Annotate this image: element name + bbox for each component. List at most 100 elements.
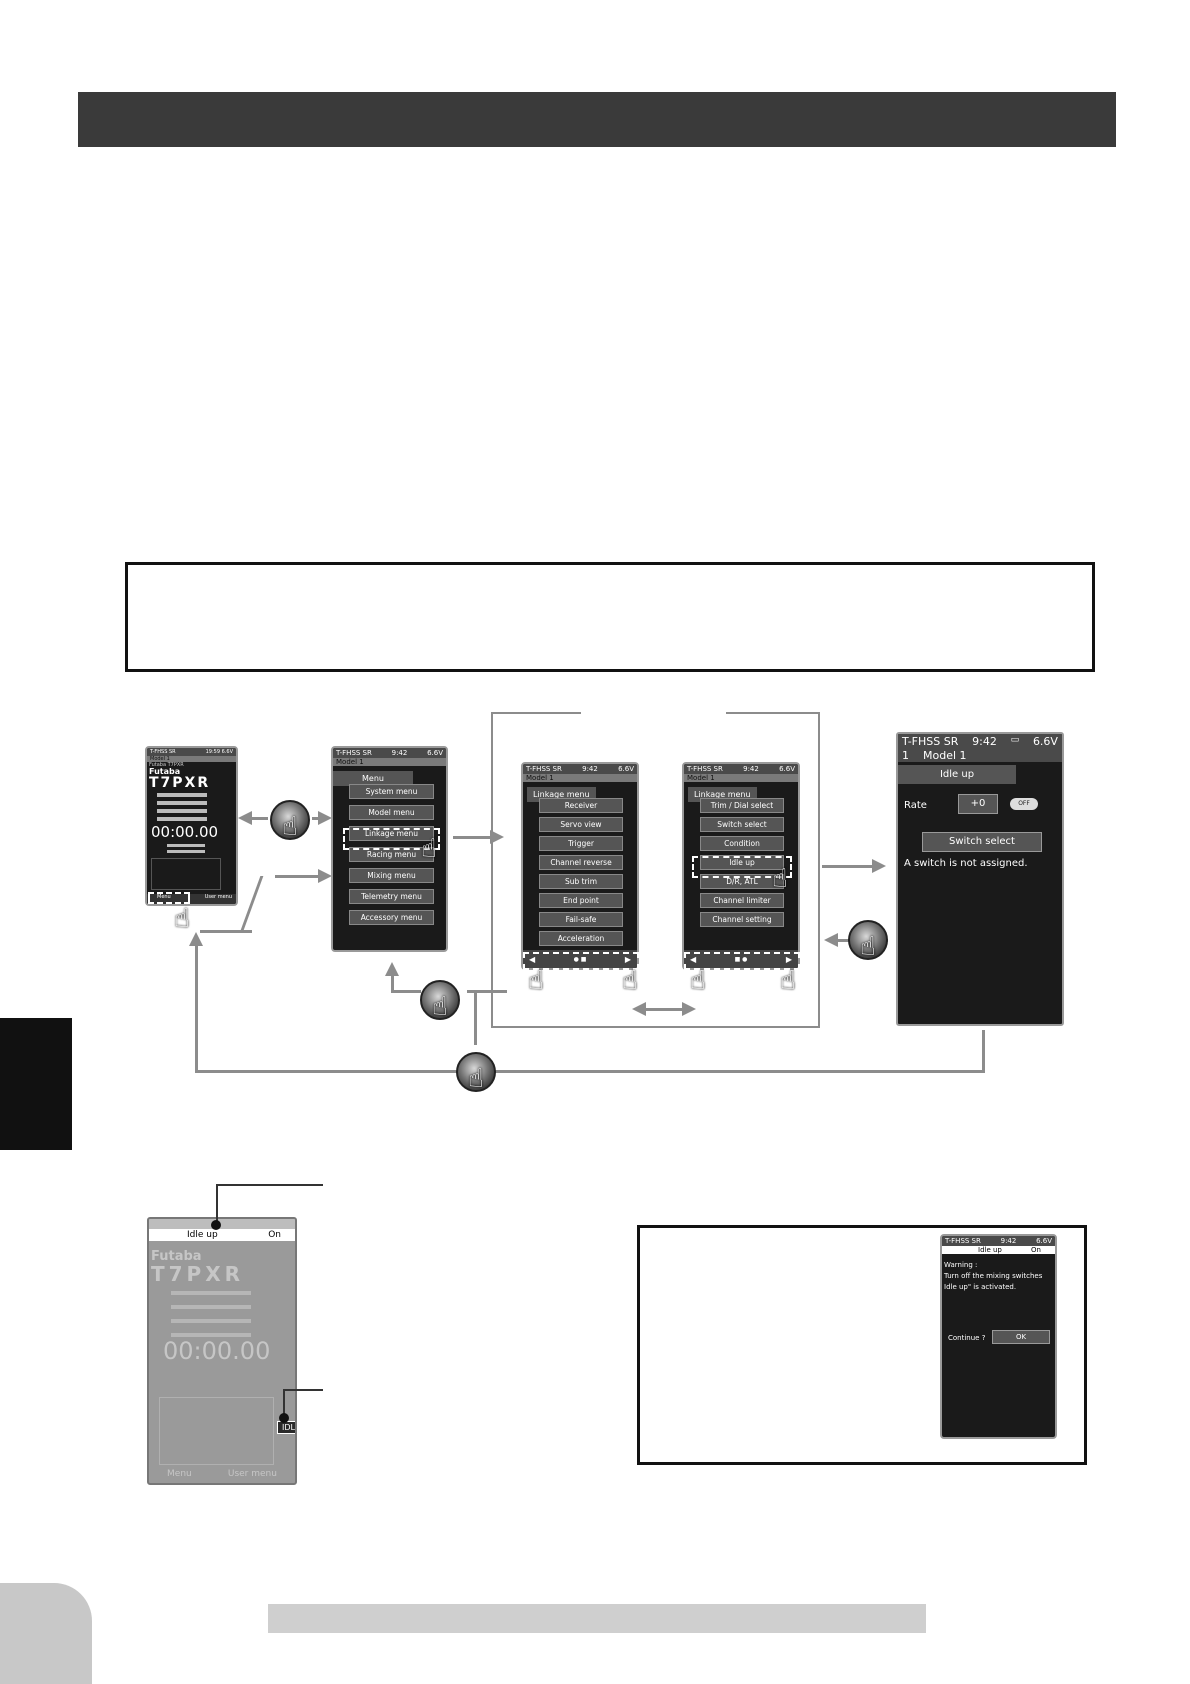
idl-indicator: IDL <box>277 1421 295 1434</box>
timer-display: 00:00.00 <box>163 1337 271 1365</box>
flow-line <box>474 990 477 1045</box>
menu-item[interactable]: Telemetry menu <box>349 889 434 904</box>
menu-item[interactable]: Servo view <box>539 817 623 832</box>
footer-bar <box>268 1604 926 1633</box>
arrow-right-icon <box>318 869 332 883</box>
flow-line <box>982 1030 985 1073</box>
menu-item[interactable]: Condition <box>700 836 784 851</box>
brand-logo: Futaba <box>151 1249 202 1264</box>
status-protocol: T-FHSS SR <box>945 1237 981 1245</box>
trim-bar <box>157 801 207 805</box>
status-protocol: T-FHSS SR <box>150 749 176 755</box>
model-name: Model 1 <box>923 749 967 762</box>
leader-line <box>216 1184 218 1224</box>
home-menu-button[interactable]: Menu <box>157 894 171 900</box>
arrow-right-icon <box>682 1002 696 1016</box>
timer-bar <box>167 844 205 847</box>
home-user-menu-button[interactable]: User menu <box>227 1469 277 1479</box>
status-voltage: 6.6V <box>1036 1237 1052 1245</box>
switch-select-button[interactable]: Switch select <box>922 832 1042 852</box>
ok-button[interactable]: OK <box>992 1330 1050 1344</box>
model-name: Model 1 <box>523 774 637 782</box>
leader-dot <box>279 1413 289 1423</box>
idle-up-banner-state: On <box>1031 1246 1041 1254</box>
idle-up-toggle[interactable]: OFF <box>1010 798 1038 810</box>
menu-item[interactable]: Switch select <box>700 817 784 832</box>
prev-page-button[interactable]: ◀ <box>690 954 697 964</box>
status-bar <box>149 1219 295 1229</box>
leader-line <box>283 1389 285 1417</box>
continue-prompt: Continue ? <box>948 1334 986 1342</box>
menu-item[interactable]: Idle up <box>700 855 784 870</box>
leader-line <box>218 1184 323 1186</box>
menu-item[interactable]: Model menu <box>349 805 434 820</box>
status-voltage: 6.6V <box>618 765 634 773</box>
menu-item[interactable]: Channel setting <box>700 912 784 927</box>
menu-item[interactable]: Mixing menu <box>349 868 434 883</box>
prev-page-button[interactable]: ◀ <box>529 954 536 964</box>
rate-value-field[interactable]: +0 <box>958 794 998 814</box>
home-idle-up-example: Idle up On Futaba T7PXR 00:00.00 IDL Men… <box>147 1217 297 1485</box>
flow-line <box>467 990 507 993</box>
leader-dot <box>211 1220 221 1230</box>
pointing-hand-icon: ☝ <box>174 904 190 934</box>
status-protocol: T-FHSS SR <box>336 749 372 757</box>
menu-item[interactable]: Acceleration <box>539 931 623 946</box>
status-voltage: 6.6V <box>779 765 795 773</box>
menu-item[interactable]: End point <box>539 893 623 908</box>
model-name: Model 1 <box>333 758 446 766</box>
status-time: 9:42 <box>391 749 408 757</box>
screen-title: Menu <box>333 771 413 786</box>
flow-line <box>391 975 394 993</box>
bracket-top-left <box>491 712 581 714</box>
page-number-tab <box>0 1583 92 1684</box>
next-page-button[interactable]: ▶ <box>785 954 792 964</box>
menu-item[interactable]: Fail-safe <box>539 912 623 927</box>
next-page-button[interactable]: ▶ <box>624 954 631 964</box>
status-time: 9:42 <box>972 735 997 748</box>
timer-bar <box>167 850 205 853</box>
idle-up-banner-label: Idle up <box>978 1246 1002 1254</box>
status-protocol: T-FHSS SR <box>526 765 562 773</box>
menu-item[interactable]: Trim / Dial select <box>700 798 784 813</box>
pointing-hand-icon: ☝ <box>860 932 876 962</box>
arrow-up-icon <box>385 962 399 976</box>
pointing-hand-icon: ☝ <box>421 834 437 864</box>
status-time: 9:42 <box>743 765 759 773</box>
page-indicator: ■ ● <box>734 955 748 963</box>
flow-line <box>453 836 493 839</box>
status-time: 9:42 <box>1000 1237 1017 1245</box>
home-menu-button[interactable]: Menu <box>167 1469 192 1479</box>
page-nav-bar: ◀ ■ ● ▶ <box>684 950 798 968</box>
model-name: Model 1 <box>684 774 798 782</box>
menu-item[interactable]: Channel reverse <box>539 855 623 870</box>
timer-display: 00:00.00 <box>151 823 219 841</box>
bracket-left <box>491 712 493 1028</box>
pointing-hand-icon: ☝ <box>528 966 544 996</box>
trim-bar <box>171 1333 251 1337</box>
menu-item[interactable]: Trigger <box>539 836 623 851</box>
menu-item[interactable]: Sub trim <box>539 874 623 889</box>
trim-bar <box>171 1305 251 1309</box>
menu-item[interactable]: Racing menu <box>349 847 434 862</box>
flow-line <box>391 990 421 993</box>
flow-line <box>275 875 320 878</box>
jog-dial-icon[interactable]: ☝ <box>456 1052 496 1092</box>
chapter-side-tab <box>0 1018 72 1150</box>
menu-item[interactable]: Receiver <box>539 798 623 813</box>
jog-dial-icon[interactable]: ☝ <box>270 800 310 840</box>
rate-label: Rate <box>904 800 927 811</box>
jog-dial-icon[interactable]: ☝ <box>848 920 888 960</box>
pointing-hand-icon: ☝ <box>282 812 298 842</box>
jog-dial-icon[interactable]: ☝ <box>420 980 460 1020</box>
trim-bar <box>157 809 207 813</box>
flow-line <box>239 876 264 933</box>
home-user-menu-button[interactable]: User menu <box>204 894 232 900</box>
menu-item[interactable]: System menu <box>349 784 434 799</box>
menu-item[interactable]: Accessory menu <box>349 910 434 925</box>
trim-bar <box>157 817 207 821</box>
pointing-hand-icon: ☝ <box>772 864 788 894</box>
menu-item[interactable]: Channel limiter <box>700 893 784 908</box>
